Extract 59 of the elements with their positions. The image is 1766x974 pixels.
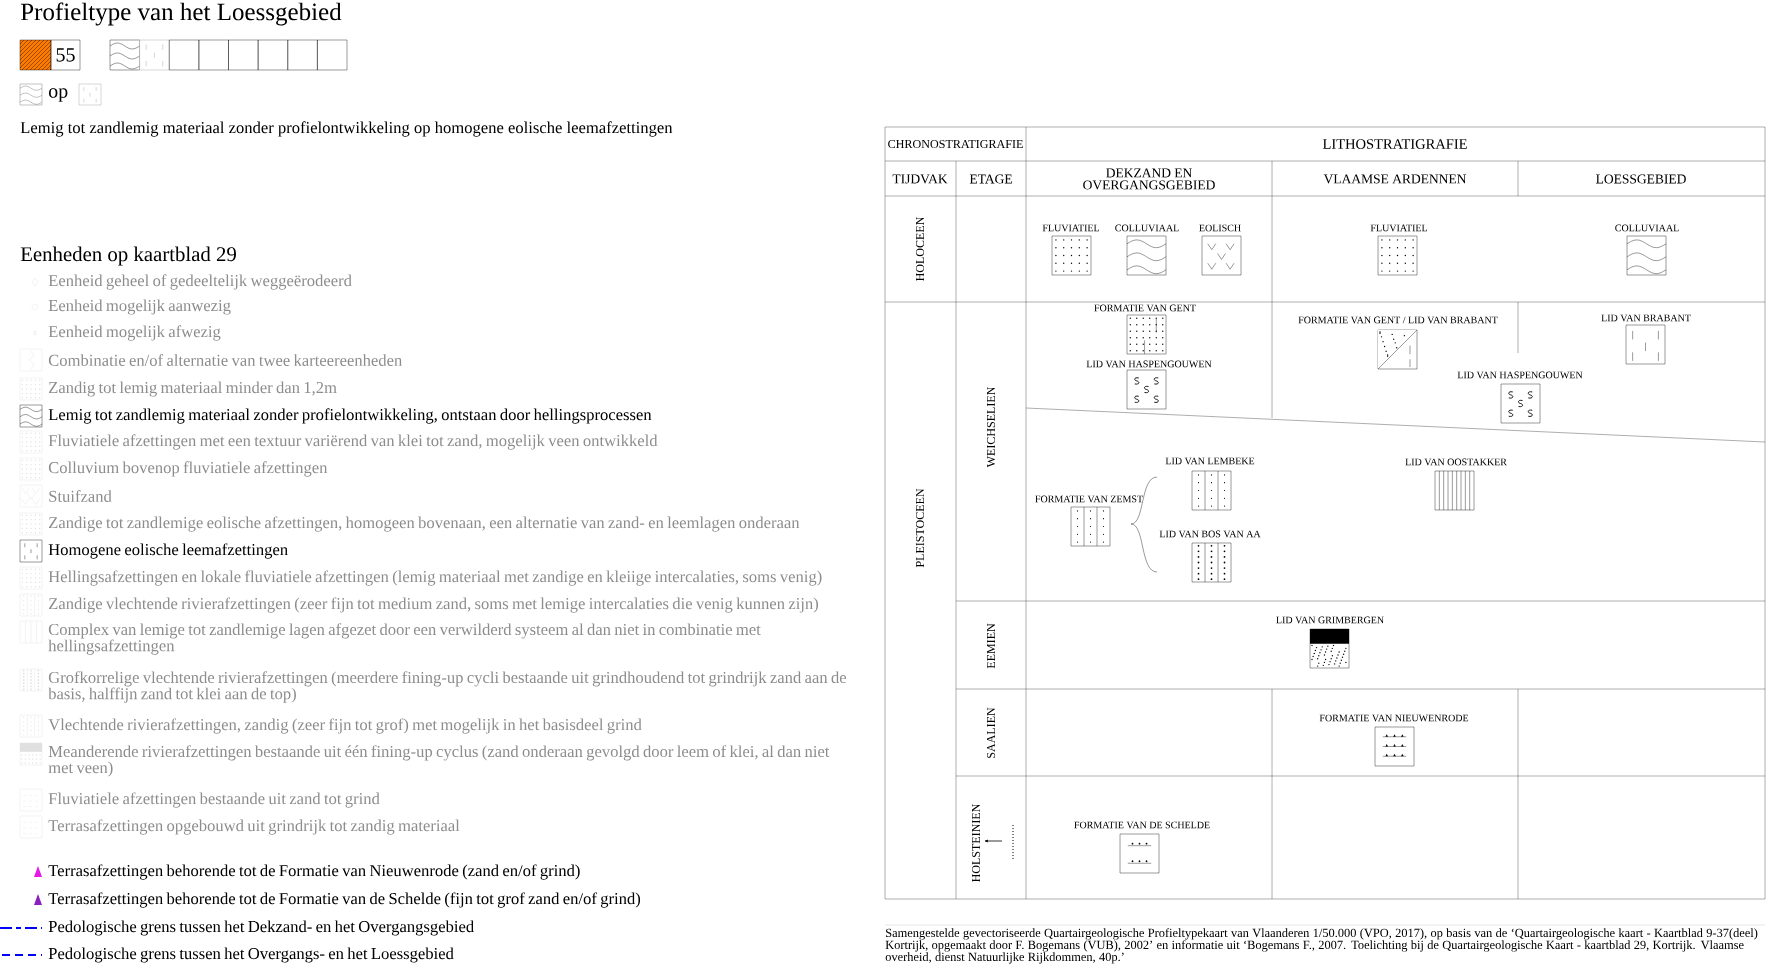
unit-label: FLUVIATIEL [1042, 224, 1099, 232]
unit-label: FORMATIE VAN GENT / LID VAN BRABANT [1298, 316, 1498, 324]
legend-text: Terrasafzettingen behorende tot de Formatie van Nieuwenrode (zand en/of grind) [48, 864, 580, 880]
legend-text: Vlechtende rivierafzettingen, zandig (zeer fijn tot grof) met mogelijk in het basisdeel grind [48, 718, 642, 734]
column-header: LITHOSTRATIGRAFIE [1322, 139, 1467, 149]
column-header: TIJDVAK [892, 174, 948, 184]
column-header: VLAAMSE ARDENNEN [1323, 174, 1467, 184]
unit-label: LID VAN HASPENGOUWEN [1086, 360, 1212, 368]
column-header: CHRONOSTRATIGRAFIE [888, 139, 1023, 149]
legend-text: Eenheid geheel of gedeeltelijk weggeërodeerd [48, 274, 352, 290]
legend-text: Lemig tot zandlemig materiaal zonder profielontwikkeling, ontstaan door hellingsprocessen [48, 408, 652, 424]
row-header: PLEISTOCEEN [916, 488, 925, 568]
unit-label: LID VAN BRABANT [1601, 314, 1691, 322]
column-header: LOESSGEBIED [1596, 174, 1686, 184]
legend-text: Fluviatiele afzettingen bestaande uit zand tot grind [48, 792, 380, 808]
legend-text: Colluvium bovenop fluviatiele afzettingen [48, 461, 328, 477]
row-header: HOLSTEINIEN [972, 803, 981, 882]
legend-text: Zandige tot zandlemige eolische afzettingen, homogeen bovenaan, een alternatie van zand- en leemlagen onderaan [49, 516, 800, 532]
legend-text: Homogene eolische leemafzettingen [48, 543, 288, 559]
legend-text: Complex van lemige tot zandlemige lagen afgezet door een verwilderd systeem al dan niet in combinatie met hellingsafzettingen [48, 623, 761, 655]
unit-label: LID VAN BOS VAN AA [1159, 530, 1261, 538]
number-cell: 55 [50, 39, 81, 71]
caption: Samengestelde gevectoriseerde Quartairgeologische Profieltypekaart van Vlaanderen 1/50.000 (VPO, 2017), op basis van de ‘Quartairgeologische kaart - Kaartblad 9-37(deel) Kortrijk, opgemaakt door F. Bogemans (VUB), 2002’ en informatie uit ‘Bogemans F., 2007. Toelichting bij de Quartairgeologische Kaart - kaartblad 29, Kortrijk. Vlaamse overheid, dienst Natuurlijke Rijkdommen, 40p.’ [885, 928, 1758, 964]
unit-label: LID VAN LEMBEKE [1165, 457, 1255, 465]
description: Lemig tot zandlemig materiaal zonder profielontwikkeling op homogene eolische leemafzettingen [20, 121, 673, 137]
legend-text: Combinatie en/of alternatie van twee karteereenheden [48, 354, 403, 366]
legend-text: Pedologische grens tussen het Dekzand- en het Overgangsgebied [48, 920, 474, 936]
unit-label: FORMATIE VAN NIEUWENRODE [1319, 714, 1469, 722]
unit-label: LID VAN HASPENGOUWEN [1457, 371, 1583, 379]
unit-label: COLLUVIAAL [1615, 224, 1679, 232]
legend-text: Eenheid mogelijk afwezig [48, 325, 221, 341]
unit-label: FLUVIATIEL [1370, 224, 1428, 232]
legend-text: Hellingsafzettingen en lokale fluviatiele afzettingen (lemig materiaal met zandige en kleiige intercalaties, soms venig) [48, 570, 822, 586]
unit-label: LID VAN OOSTAKKER [1405, 458, 1507, 466]
unit-label: FORMATIE VAN DE SCHELDE [1074, 821, 1210, 829]
unit-label: LID VAN GRIMBERGEN [1276, 616, 1384, 624]
title: Profieltype van het Loessgebied [20, 2, 342, 26]
column-header: ETAGE [969, 174, 1012, 184]
row-header: EEMIEN [987, 623, 995, 669]
row-header: HOLOCEEN [916, 216, 925, 281]
legend-text: Meanderende rivierafzettingen bestaande uit één fining-up cyclus (zand onderaan gevolgd door leem of klei, al dan niet met veen) [48, 745, 830, 777]
legend-text: Zandige vlechtende rivierafzettingen (zeer fijn tot medium zand, soms met lemige intercalaties die venig kunnen zijn) [49, 597, 819, 613]
unit-label: FORMATIE VAN ZEMST [1035, 495, 1143, 503]
unit-label: EOLISCH [1199, 224, 1241, 232]
legend-text: Stuifzand [49, 490, 112, 502]
row-header: WEICHSELIEN [986, 386, 996, 468]
op-text: op [48, 88, 68, 102]
legend-text: Terrasafzettingen behorende tot de Formatie van de Schelde (fijn tot grof zand en/of grind) [48, 892, 641, 908]
legend-text: Grofkorrelige vlechtende rivierafzettingen (meerdere fining-up cycli bestaande uit grindhoudend tot grindrijk zand aan de basis, halffijn zand tot klei aan de top) [48, 671, 847, 703]
legend-text: Terrasafzettingen opgebouwd uit grindrijk tot zandig materiaal [48, 819, 460, 835]
row-header: SAALIEN [987, 707, 996, 758]
section-heading: Eenheden op kaartblad 29 [20, 246, 236, 266]
unit-label: COLLUVIAAL [1115, 224, 1179, 232]
legend-text: Pedologische grens tussen het Overgangs- en het Loessgebied [48, 947, 454, 963]
legend-text: Fluviatiele afzettingen met een textuur variërend van klei tot zand, mogelijk veen ontwikkeld [48, 434, 658, 450]
legend-text: Zandig tot lemig materiaal minder dan 1,2m [49, 381, 337, 397]
legend-text: Eenheid mogelijk aanwezig [48, 299, 231, 315]
unit-label: FORMATIE VAN GENT [1094, 304, 1196, 312]
column-header: DEKZAND EN OVERGANGSGEBIED [1083, 168, 1215, 190]
